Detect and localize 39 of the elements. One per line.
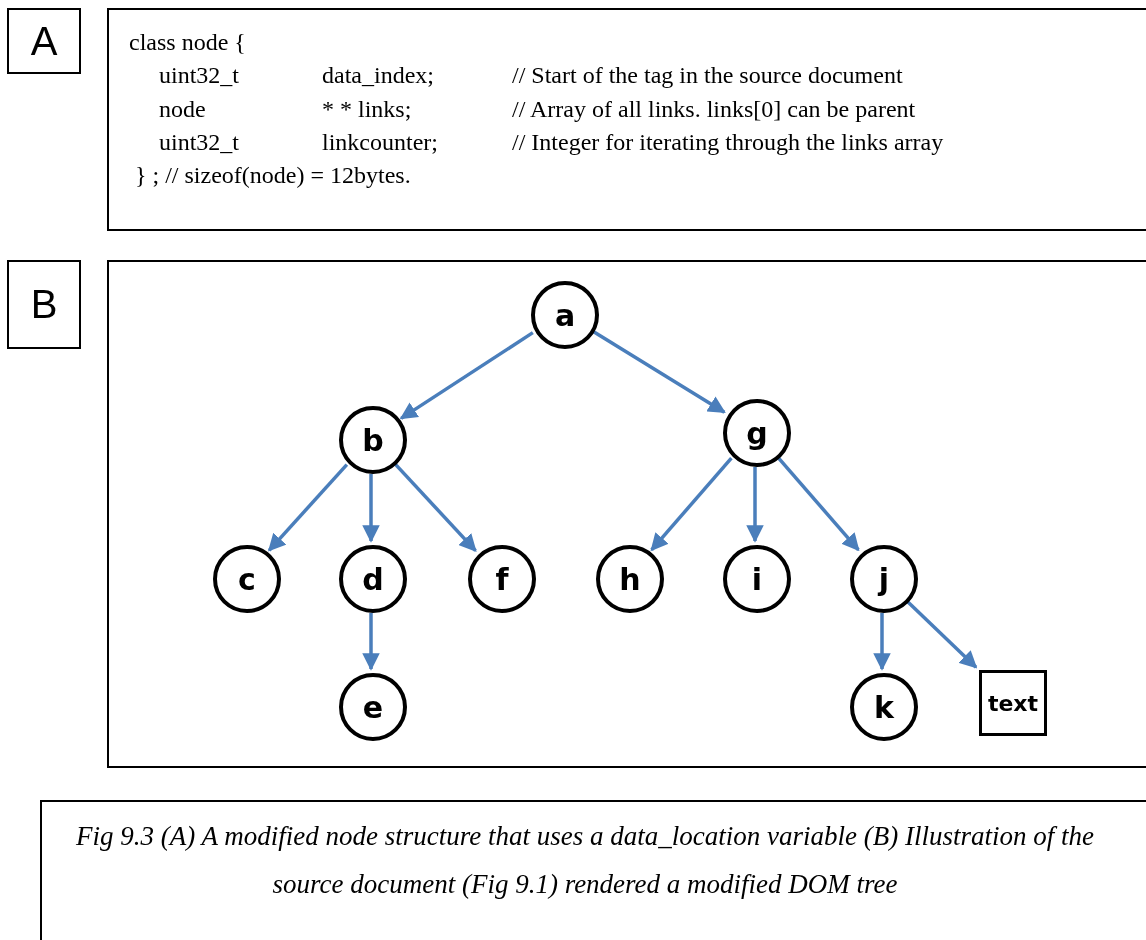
code-text: // Integer for iterating through the links array <box>512 128 944 156</box>
code-text: node <box>159 95 206 123</box>
code-text: class node { <box>129 28 246 56</box>
text-node-box: text <box>979 670 1047 736</box>
arrow <box>873 613 891 671</box>
arrow <box>362 474 380 543</box>
panel-label: B <box>7 260 81 349</box>
panel-label: A <box>7 8 81 74</box>
caption: Fig 9.3 (A) A modified node structure that uses a data_location variable (B) Illustration of the source document (Fig 9.1) rendered a modified DOM tree <box>40 800 1146 940</box>
tree-panel <box>107 260 1146 768</box>
code-text: // Array of all links. links[0] can be parent <box>512 95 916 123</box>
tree-node-circle: j <box>850 545 918 613</box>
arrow <box>592 330 726 414</box>
code-text: uint32_t <box>159 128 239 156</box>
arrow <box>650 457 733 552</box>
tree-node-circle: d <box>339 545 407 613</box>
arrow <box>399 331 534 420</box>
tree-node-circle: k <box>850 673 918 741</box>
arrow <box>362 613 380 671</box>
arrow <box>267 463 349 552</box>
tree-node-circle: e <box>339 673 407 741</box>
tree-node-circle: f <box>468 545 536 613</box>
arrow <box>906 600 978 669</box>
arrow <box>394 463 477 552</box>
arrow <box>777 457 860 552</box>
tree-node-circle: i <box>723 545 791 613</box>
tree-node-circle: a <box>531 281 599 349</box>
code-text: } ; // sizeof(node) = 12bytes. <box>135 161 411 189</box>
tree-node-circle: b <box>339 406 407 474</box>
tree-node-circle: h <box>596 545 664 613</box>
code-text: uint32_t <box>159 61 239 89</box>
code-text: data_index; <box>322 61 434 89</box>
code-panel <box>107 8 1146 231</box>
code-text: * * links; <box>322 95 412 123</box>
tree-node-circle: g <box>723 399 791 467</box>
tree-node-circle: c <box>213 545 281 613</box>
arrow <box>746 467 764 543</box>
code-text: // Start of the tag in the source document <box>512 61 903 89</box>
code-text: linkcounter; <box>322 128 438 156</box>
